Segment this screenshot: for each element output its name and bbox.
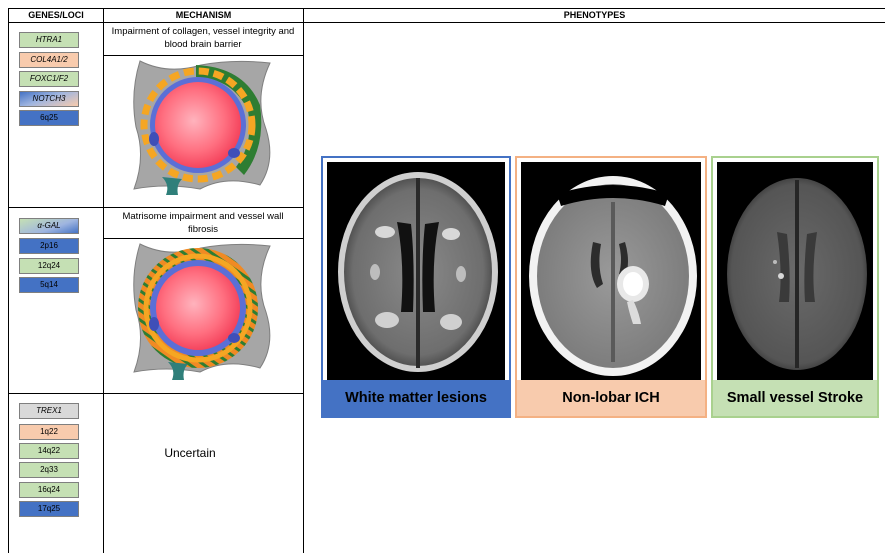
vessel-diagram-collagen	[126, 57, 276, 197]
gene-tag-2p16: 2p16	[19, 238, 79, 254]
gene-tag-5q14: 5q14	[19, 277, 79, 293]
endothelial-nucleus	[149, 132, 159, 146]
endothelial-nucleus	[228, 333, 240, 343]
col-divider-2	[303, 8, 304, 553]
phenotype-white-matter-lesions: White matter lesions	[321, 156, 511, 418]
gene-tag-1q22: 1q22	[19, 424, 79, 440]
astrocyte-process	[168, 362, 188, 380]
endothelial-nucleus	[228, 148, 240, 158]
mech-text-divider-1	[103, 55, 303, 56]
header-mechanism: MECHANISM	[104, 8, 303, 22]
vessel-lumen	[155, 82, 241, 168]
gene-tag-alpha-gal: α-GAL	[19, 218, 79, 234]
header-genes-loci: GENES/LOCI	[9, 8, 103, 22]
gene-tag-6q25: 6q25	[19, 110, 79, 126]
phenotype-small-vessel-stroke: Small vessel Stroke	[711, 156, 879, 418]
header-phenotypes: PHENOTYPES	[304, 8, 885, 22]
gene-tag-17q25: 17q25	[19, 501, 79, 517]
gene-tag-trex1: TREX1	[19, 403, 79, 419]
gene-tag-col4a1-2: COL4A1/2	[19, 52, 79, 68]
vessel-lumen	[156, 266, 240, 350]
header-bottom-border	[8, 22, 885, 23]
phenotype-label: White matter lesions	[323, 380, 509, 416]
gene-tag-foxc1-f2: FOXC1/F2	[19, 71, 79, 87]
mechanism-text-collagen: Impairment of collagen, vessel integrity…	[108, 25, 298, 51]
row-divider-2	[8, 393, 304, 394]
phenotype-non-lobar-ich: Non-lobar ICH	[515, 156, 707, 418]
gene-tag-12q24: 12q24	[19, 258, 79, 274]
gene-tag-14q22: 14q22	[19, 443, 79, 459]
mechanism-text-matrisome: Matrisome impairment and vessel wall fib…	[108, 210, 298, 236]
mri-flair-image	[327, 162, 505, 380]
mech-text-divider-2	[103, 238, 303, 239]
gene-tag-16q24: 16q24	[19, 482, 79, 498]
phenotype-label: Small vessel Stroke	[713, 380, 877, 416]
ct-scan-image	[521, 162, 701, 380]
endothelial-nucleus	[149, 317, 159, 331]
mechanism-text-uncertain: Uncertain	[130, 447, 250, 460]
phenotype-label: Non-lobar ICH	[517, 380, 705, 416]
vessel-diagram-fibrosis	[126, 240, 276, 382]
dwi-mri-image	[717, 162, 873, 384]
col-divider-1	[103, 8, 104, 553]
gene-tag-htra1: HTRA1	[19, 32, 79, 48]
gene-tag-notch3: NOTCH3	[19, 91, 79, 107]
left-border	[8, 8, 9, 553]
gene-tag-2q33: 2q33	[19, 462, 79, 478]
row-divider-1	[8, 207, 304, 208]
